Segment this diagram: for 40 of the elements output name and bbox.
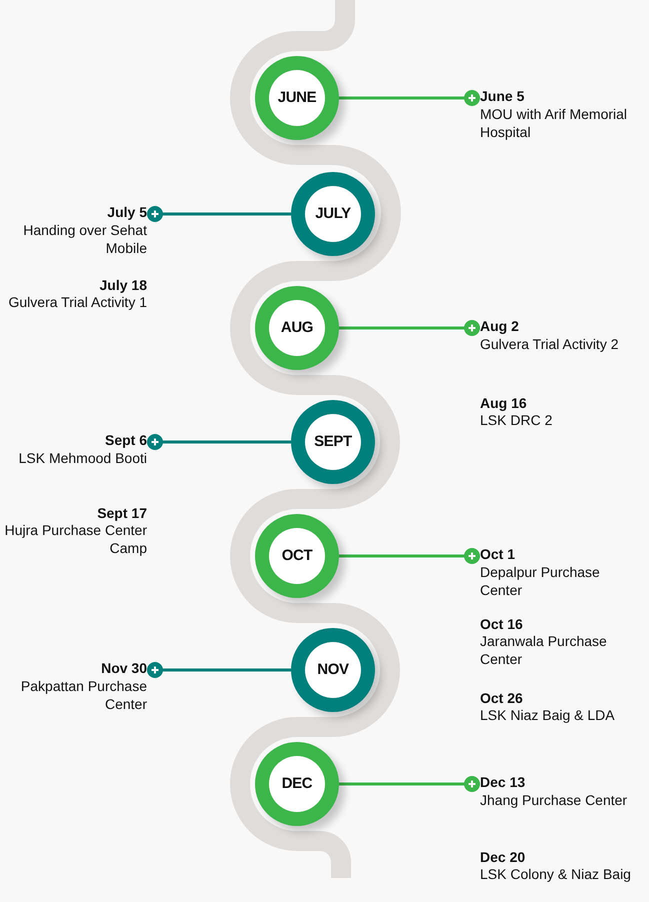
event-description: Gulvera Trial Activity 1 bbox=[8, 293, 147, 311]
connector-line bbox=[339, 547, 481, 565]
event-description: Jaranwala Purchase Center bbox=[480, 632, 608, 668]
event-description: LSK Niaz Baig & LDA bbox=[480, 706, 616, 724]
connector-line bbox=[339, 319, 481, 337]
event-description: Handing over Sehat Mobile bbox=[22, 221, 147, 257]
month-label: JULY bbox=[305, 186, 361, 242]
event-date: Dec 13 bbox=[480, 773, 526, 791]
event-description: Hujra Purchase Center Camp bbox=[4, 521, 147, 557]
event-date: Aug 16 bbox=[480, 394, 528, 412]
event-description: Gulvera Trial Activity 2 bbox=[480, 335, 620, 353]
month-label: DEC bbox=[269, 756, 325, 812]
connector-line bbox=[146, 661, 291, 679]
event-date: Sept 17 bbox=[96, 504, 147, 522]
month-label: NOV bbox=[305, 642, 361, 698]
connector-line bbox=[339, 775, 481, 793]
event-date: June 5 bbox=[480, 87, 526, 105]
event-date: Aug 2 bbox=[480, 317, 520, 335]
event-date: July 18 bbox=[98, 276, 147, 294]
event-description: Pakpattan Purchase Center bbox=[20, 677, 147, 713]
month-label: JUNE bbox=[269, 70, 325, 126]
event-date: Dec 20 bbox=[480, 848, 526, 866]
event-description: LSK Colony & Niaz Baig bbox=[480, 865, 632, 883]
event-date: Oct 1 bbox=[480, 545, 516, 563]
month-label: OCT bbox=[269, 528, 325, 584]
event-description: MOU with Arif Memorial Hospital bbox=[480, 105, 628, 141]
event-date: Nov 30 bbox=[100, 659, 147, 677]
event-description: LSK Mehmood Booti bbox=[18, 449, 147, 467]
event-description: Jhang Purchase Center bbox=[480, 791, 628, 809]
event-description: LSK DRC 2 bbox=[480, 411, 554, 429]
connector-line bbox=[339, 89, 481, 107]
event-date: Oct 16 bbox=[480, 615, 524, 633]
connector-line bbox=[146, 433, 291, 451]
connector-line bbox=[146, 205, 291, 223]
event-date: Oct 26 bbox=[480, 689, 524, 707]
month-label: AUG bbox=[269, 300, 325, 356]
event-description: Depalpur Purchase Center bbox=[480, 563, 601, 599]
month-label: SEPT bbox=[305, 414, 361, 470]
event-date: Sept 6 bbox=[104, 431, 147, 449]
event-date: July 5 bbox=[106, 203, 147, 221]
